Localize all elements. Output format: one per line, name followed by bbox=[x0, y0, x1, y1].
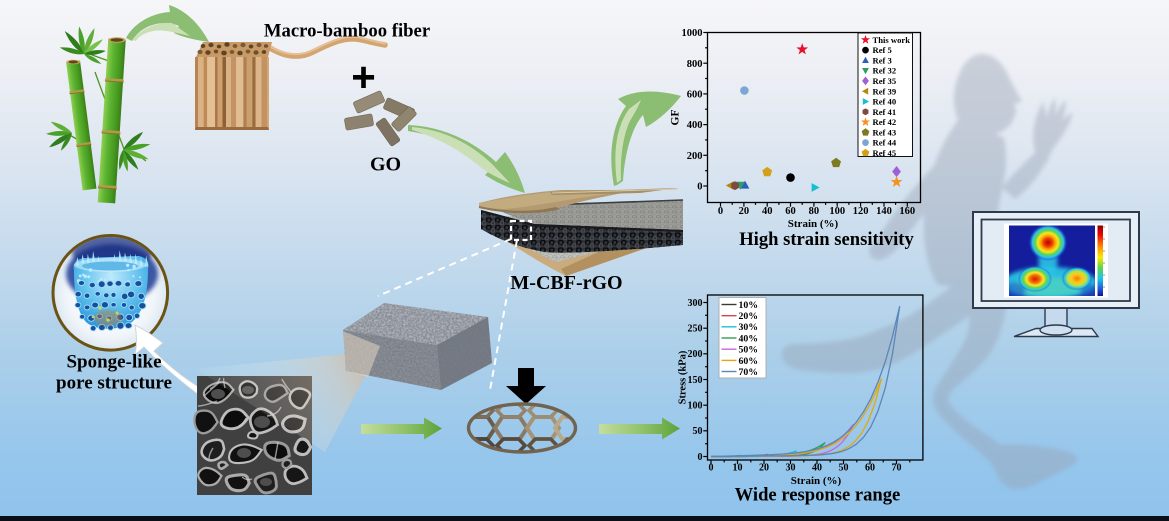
svg-text:Ref 44: Ref 44 bbox=[873, 138, 897, 148]
svg-text:GO: GO bbox=[370, 154, 401, 176]
svg-text:60: 60 bbox=[785, 206, 796, 217]
svg-text:Wide response range: Wide response range bbox=[735, 485, 901, 506]
svg-text:80: 80 bbox=[809, 206, 820, 217]
svg-text:400: 400 bbox=[687, 120, 703, 131]
svg-text:30%: 30% bbox=[739, 322, 759, 333]
svg-text:70: 70 bbox=[892, 463, 902, 474]
svg-text:600: 600 bbox=[687, 90, 703, 101]
svg-text:0: 0 bbox=[718, 206, 723, 217]
svg-text:60%: 60% bbox=[739, 356, 759, 367]
svg-text:50: 50 bbox=[693, 426, 703, 437]
svg-text:30: 30 bbox=[786, 463, 796, 474]
svg-text:Ref 43: Ref 43 bbox=[873, 127, 897, 137]
svg-text:300: 300 bbox=[688, 298, 703, 309]
svg-text:140: 140 bbox=[876, 206, 892, 217]
svg-text:Ref 45: Ref 45 bbox=[873, 148, 897, 158]
svg-text:pore structure: pore structure bbox=[56, 373, 172, 394]
svg-text:0: 0 bbox=[697, 182, 702, 193]
svg-text:0: 0 bbox=[709, 463, 714, 474]
svg-text:60: 60 bbox=[865, 463, 875, 474]
svg-text:20%: 20% bbox=[739, 311, 759, 322]
svg-text:Ref 41: Ref 41 bbox=[873, 107, 897, 117]
svg-text:+: + bbox=[351, 54, 376, 101]
svg-text:Strain (%): Strain (%) bbox=[788, 218, 839, 230]
svg-text:160: 160 bbox=[899, 206, 915, 217]
svg-text:100: 100 bbox=[829, 206, 845, 217]
svg-text:200: 200 bbox=[688, 349, 703, 360]
svg-text:Ref 42: Ref 42 bbox=[873, 117, 897, 127]
svg-text:Strain (%): Strain (%) bbox=[791, 475, 842, 487]
svg-text:Ref 35: Ref 35 bbox=[873, 76, 897, 86]
svg-text:Sponge-like: Sponge-like bbox=[66, 352, 161, 373]
svg-text:50: 50 bbox=[839, 463, 849, 474]
svg-text:10: 10 bbox=[733, 463, 743, 474]
svg-text:0: 0 bbox=[698, 452, 703, 463]
svg-text:GF: GF bbox=[670, 110, 682, 126]
svg-text:Ref 5: Ref 5 bbox=[873, 45, 892, 55]
svg-text:150: 150 bbox=[688, 375, 703, 386]
svg-text:10%: 10% bbox=[739, 300, 759, 311]
svg-text:120: 120 bbox=[853, 206, 869, 217]
svg-text:40%: 40% bbox=[739, 333, 759, 344]
svg-text:Ref 3: Ref 3 bbox=[873, 56, 892, 66]
svg-text:1000: 1000 bbox=[682, 28, 703, 39]
svg-text:70%: 70% bbox=[739, 367, 759, 378]
svg-text:20: 20 bbox=[759, 463, 769, 474]
svg-text:800: 800 bbox=[687, 59, 703, 70]
svg-text:20: 20 bbox=[739, 206, 750, 217]
svg-text:250: 250 bbox=[688, 324, 703, 335]
svg-text:Ref 32: Ref 32 bbox=[873, 66, 897, 76]
svg-text:M-CBF-rGO: M-CBF-rGO bbox=[510, 272, 622, 294]
svg-text:Ref 40: Ref 40 bbox=[873, 97, 897, 107]
svg-text:This work: This work bbox=[873, 35, 911, 45]
svg-text:Macro-bamboo fiber: Macro-bamboo fiber bbox=[264, 21, 430, 42]
svg-text:100: 100 bbox=[688, 401, 703, 412]
svg-text:50%: 50% bbox=[739, 345, 759, 356]
svg-text:40: 40 bbox=[762, 206, 773, 217]
svg-text:200: 200 bbox=[687, 151, 703, 162]
svg-text:High strain sensitivity: High strain sensitivity bbox=[739, 229, 914, 250]
svg-text:40: 40 bbox=[812, 463, 822, 474]
svg-text:Ref 39: Ref 39 bbox=[873, 86, 897, 96]
svg-text:Stress (kPa): Stress (kPa) bbox=[678, 350, 689, 404]
